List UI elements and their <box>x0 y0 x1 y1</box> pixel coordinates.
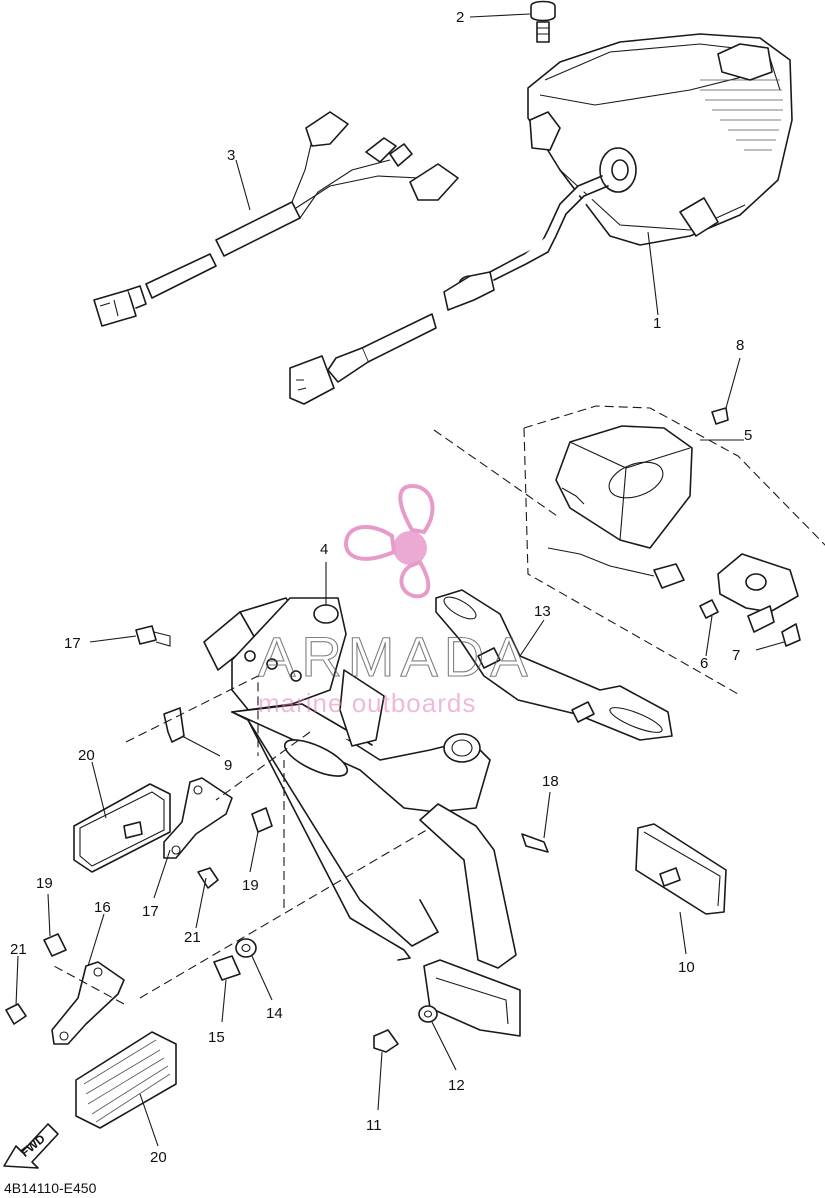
license-light-assembly-part-5 <box>547 407 801 647</box>
callout-5: 5 <box>744 427 752 444</box>
bracket-plate-part-13 <box>435 589 673 741</box>
armada-watermark-logo: ARMADA marine outboards <box>257 483 534 718</box>
reflector-left-upper-part-20 <box>73 783 171 873</box>
taillight-assembly <box>289 33 793 405</box>
callout-14: 14 <box>266 1005 283 1022</box>
washer-part-12 <box>418 1005 438 1023</box>
callout-19-upper: 19 <box>242 877 259 894</box>
washer-part-14 <box>235 938 257 958</box>
forward-direction-arrow: FWD <box>3 1123 59 1169</box>
callout-9: 9 <box>224 757 232 774</box>
callout-20-upper: 20 <box>78 747 95 764</box>
callout-16: 16 <box>94 899 111 916</box>
callout-11: 11 <box>366 1117 382 1134</box>
leader-lines <box>15 13 785 1147</box>
callout-6: 6 <box>700 655 708 672</box>
callout-3: 3 <box>227 147 235 164</box>
callout-20-lower: 20 <box>150 1149 167 1166</box>
callout-12: 12 <box>448 1077 465 1094</box>
clip-part-9 <box>163 707 185 743</box>
watermark-brand: ARMADA <box>258 625 534 688</box>
reflector-left-lower-part-20 <box>75 1031 177 1129</box>
callout-17: 17 <box>142 903 159 920</box>
callout-1: 1 <box>653 315 661 332</box>
nut-part-21-lower <box>5 1003 27 1025</box>
nut-part-11 <box>373 1029 399 1053</box>
bolt-part-18-upper <box>135 625 171 647</box>
screw-part-2 <box>530 0 556 43</box>
callout-15: 15 <box>208 1029 225 1046</box>
callout-10: 10 <box>678 959 695 976</box>
collar-part-19-lower <box>43 933 67 957</box>
reflector-right-part-10 <box>635 823 727 915</box>
callout-21-upper: 21 <box>184 929 201 946</box>
stay-part-17 <box>163 777 233 859</box>
nut-part-21-upper <box>197 867 219 889</box>
drawing-code: 4B14110-E450 <box>4 1180 97 1196</box>
stay-part-16 <box>51 961 125 1045</box>
callout-7: 7 <box>732 647 740 664</box>
license-bracket-part-4 <box>203 597 521 1037</box>
callout-13: 13 <box>534 603 551 620</box>
callout-18-lower: 18 <box>542 773 559 790</box>
watermark-tagline: marine outboards <box>258 688 476 718</box>
callout-18-upper: 17 <box>64 635 81 652</box>
callout-2: 2 <box>456 9 464 26</box>
callout-19-lower: 19 <box>36 875 53 892</box>
callout-labels: 2 3 1 8 5 4 17 13 6 7 9 18 20 17 21 19 1… <box>10 9 752 1166</box>
callout-4: 4 <box>320 541 328 558</box>
wire-harness-part-3 <box>93 111 459 327</box>
collar-part-15 <box>213 955 241 981</box>
bolt-part-18-lower <box>521 833 549 853</box>
collar-part-19-upper <box>251 807 273 833</box>
callout-21-lower: 21 <box>10 941 27 958</box>
assembly-guide-lines <box>53 405 825 1005</box>
callout-8: 8 <box>736 337 744 354</box>
